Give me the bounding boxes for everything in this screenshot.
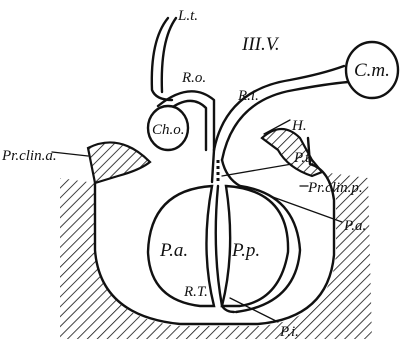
label-pa-right: P.a. bbox=[343, 218, 366, 234]
pointer-pt bbox=[222, 164, 292, 176]
pointer-pr-clin-a bbox=[52, 152, 88, 156]
label-pt: P.t. bbox=[293, 150, 313, 166]
posterior-clinoid-process bbox=[262, 129, 322, 176]
pituitary-stalk bbox=[212, 150, 214, 182]
label-pr-clin-p: Pr.clin.p. bbox=[307, 180, 363, 196]
label-lt: L.t. bbox=[177, 8, 198, 24]
anterior-clinoid-process bbox=[88, 142, 150, 183]
label-iiiv: III.V. bbox=[241, 34, 280, 55]
lamina-terminalis-inner bbox=[162, 18, 176, 92]
label-pp: P.p. bbox=[231, 240, 260, 261]
label-h: H. bbox=[291, 118, 307, 134]
label-ro: R.o. bbox=[181, 70, 206, 86]
label-cm: C.m. bbox=[354, 60, 390, 81]
label-cho: Ch.o. bbox=[152, 122, 185, 138]
label-ri: R.i. bbox=[237, 88, 259, 104]
label-rt: R.T. bbox=[183, 284, 208, 300]
label-pa-center: P.a. bbox=[159, 240, 188, 261]
label-pi: P.i. bbox=[279, 324, 299, 339]
label-pr-clin-a: Pr.clin.a. bbox=[1, 148, 57, 164]
